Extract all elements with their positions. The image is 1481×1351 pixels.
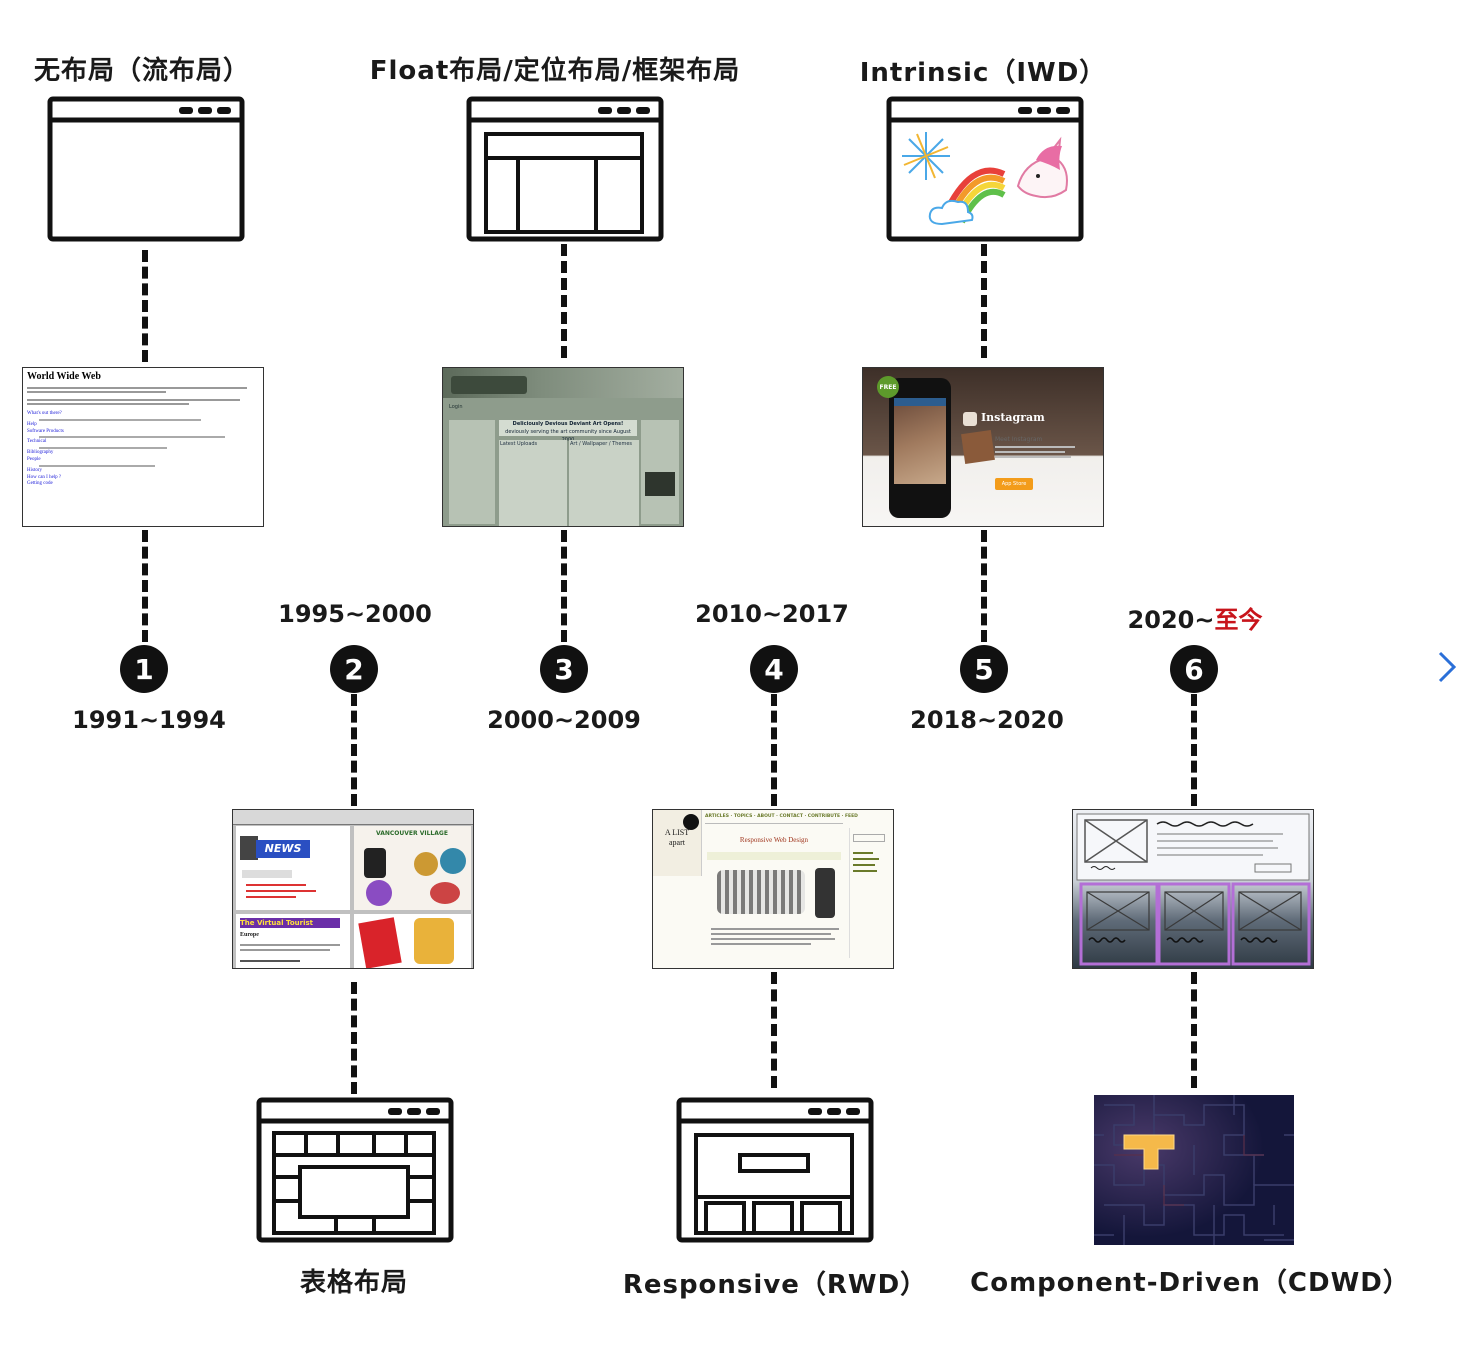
connector-4-bottom: [771, 972, 777, 1088]
connector-4-top: [771, 694, 777, 806]
browser-window-intrinsic-icon: [886, 96, 1084, 242]
deviantart-banner: Deliciously Devious Deviant Art Opens!: [512, 421, 624, 427]
timeline-node-4: 4: [750, 645, 798, 693]
year-label-5: 2018~2020: [910, 706, 1064, 734]
title-era-4: Responsive（RWD）: [622, 1270, 928, 1300]
title-era-1: 无布局（流布局）: [33, 56, 251, 86]
title-era-6: Component-Driven（CDWD）: [970, 1268, 1410, 1298]
connector-2-bottom: [351, 982, 357, 1094]
connector-3-top: [561, 244, 567, 358]
connector-1-bottom: [142, 530, 148, 642]
screenshot-deviantart: Login Deliciously Devious Deviant Art Op…: [442, 367, 684, 527]
instagram-brand: Instagram: [981, 411, 1045, 424]
title-era-5: Intrinsic（IWD）: [859, 58, 1107, 88]
connector-1-top: [142, 250, 148, 362]
year-label-1: 1991~1994: [72, 706, 226, 734]
timeline-node-3: 3: [540, 645, 588, 693]
connector-3-bottom: [561, 530, 567, 642]
camera-icon: [963, 412, 977, 426]
timeline-node-6: 6: [1170, 645, 1218, 693]
connector-6-top: [1191, 694, 1197, 806]
timeline-node-5: 5: [960, 645, 1008, 693]
year-label-6: 2020~至今: [1127, 606, 1263, 634]
component-grid-graphic: [1094, 1095, 1294, 1245]
screenshot-a-list-apart: A LIST apart ARTICLES · TOPICS · ABOUT ·…: [652, 809, 894, 969]
year-label-4: 2010~2017: [695, 600, 849, 628]
connector-2-top: [351, 694, 357, 806]
screenshot-component-driven-wireframe: [1072, 809, 1314, 969]
browser-window-responsive-icon: [676, 1097, 874, 1243]
screenshot-netscape-frames: NEWS VANCOUVER VILLAGE The Virtual Touri…: [232, 809, 474, 969]
year-label-2: 1995~2000: [278, 600, 432, 628]
title-era-2: 表格布局: [299, 1268, 409, 1298]
timeline-node-1: 1: [120, 645, 168, 693]
www-heading: World Wide Web: [27, 371, 101, 382]
browser-window-table-layout-icon: [256, 1097, 454, 1243]
article-heading: Responsive Web Design: [739, 836, 809, 844]
browser-window-float-layout-icon: [466, 96, 664, 242]
browser-window-blank-icon: [47, 96, 245, 242]
connector-6-bottom: [1191, 972, 1197, 1088]
timeline-node-2: 2: [330, 645, 378, 693]
news-logo: NEWS: [256, 840, 310, 858]
screenshot-world-wide-web: World Wide Web What's out there? Help So…: [22, 367, 264, 527]
screenshot-instagram: FREE Instagram Meet Instagram App Store: [862, 367, 1104, 527]
title-era-3: Float布局/定位布局/框架布局: [369, 56, 741, 86]
app-store-badge: App Store: [995, 478, 1033, 490]
arrow-right-icon: [1438, 651, 1457, 683]
deviantart-login: Login: [449, 404, 463, 410]
free-badge: FREE: [877, 376, 899, 398]
connector-5-top: [981, 244, 987, 358]
year-label-3: 2000~2009: [487, 706, 641, 734]
connector-5-bottom: [981, 530, 987, 642]
a-list-apart-logo: A LIST apart: [664, 828, 690, 847]
